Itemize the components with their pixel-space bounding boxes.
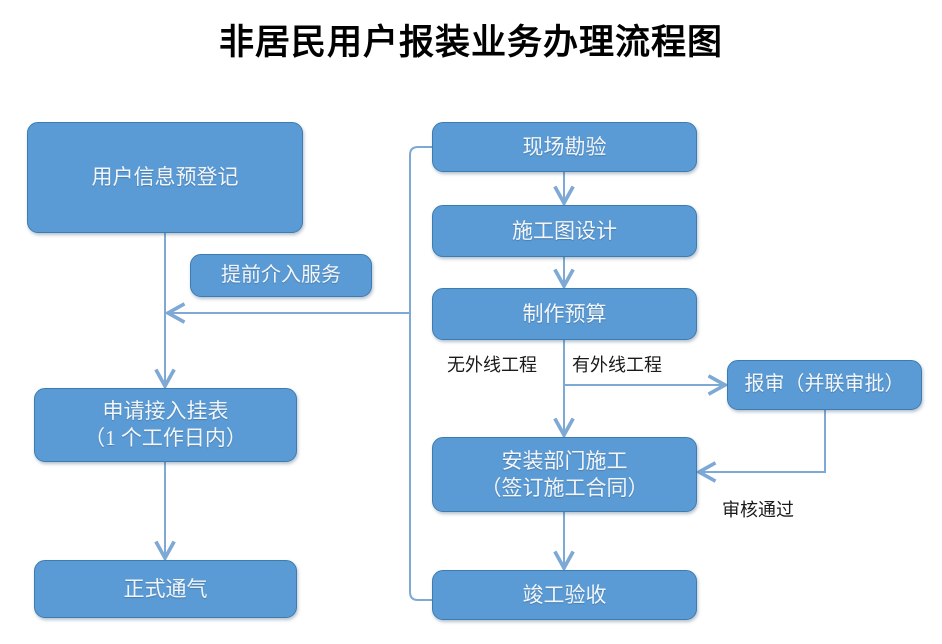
edge-label-review-passed: 审核通过 [722,500,794,520]
node-review-parallel[interactable]: 报审（并联审批） [727,360,922,410]
node-advance-service[interactable]: 提前介入服务 [190,254,372,297]
node-install-construct[interactable]: 安装部门施工 （签订施工合同） [432,437,697,512]
page-title: 非居民用户报装业务办理流程图 [218,23,723,62]
edge-label-has-external: 有外线工程 [572,355,662,375]
edge-right-trunk [409,146,432,601]
node-budget[interactable]: 制作预算 [432,288,697,340]
node-formal-gas[interactable]: 正式通气 [34,560,297,618]
node-site-survey[interactable]: 现场勘验 [432,122,697,172]
node-apply-meter[interactable]: 申请接入挂表 （1 个工作日内） [34,388,297,462]
node-completion-check[interactable]: 竣工验收 [432,570,697,620]
node-user-pre-register[interactable]: 用户信息预登记 [27,122,303,233]
edge-label-no-external: 无外线工程 [447,355,537,375]
node-drawing-design[interactable]: 施工图设计 [432,205,697,257]
edge-review-to-install [699,410,826,472]
